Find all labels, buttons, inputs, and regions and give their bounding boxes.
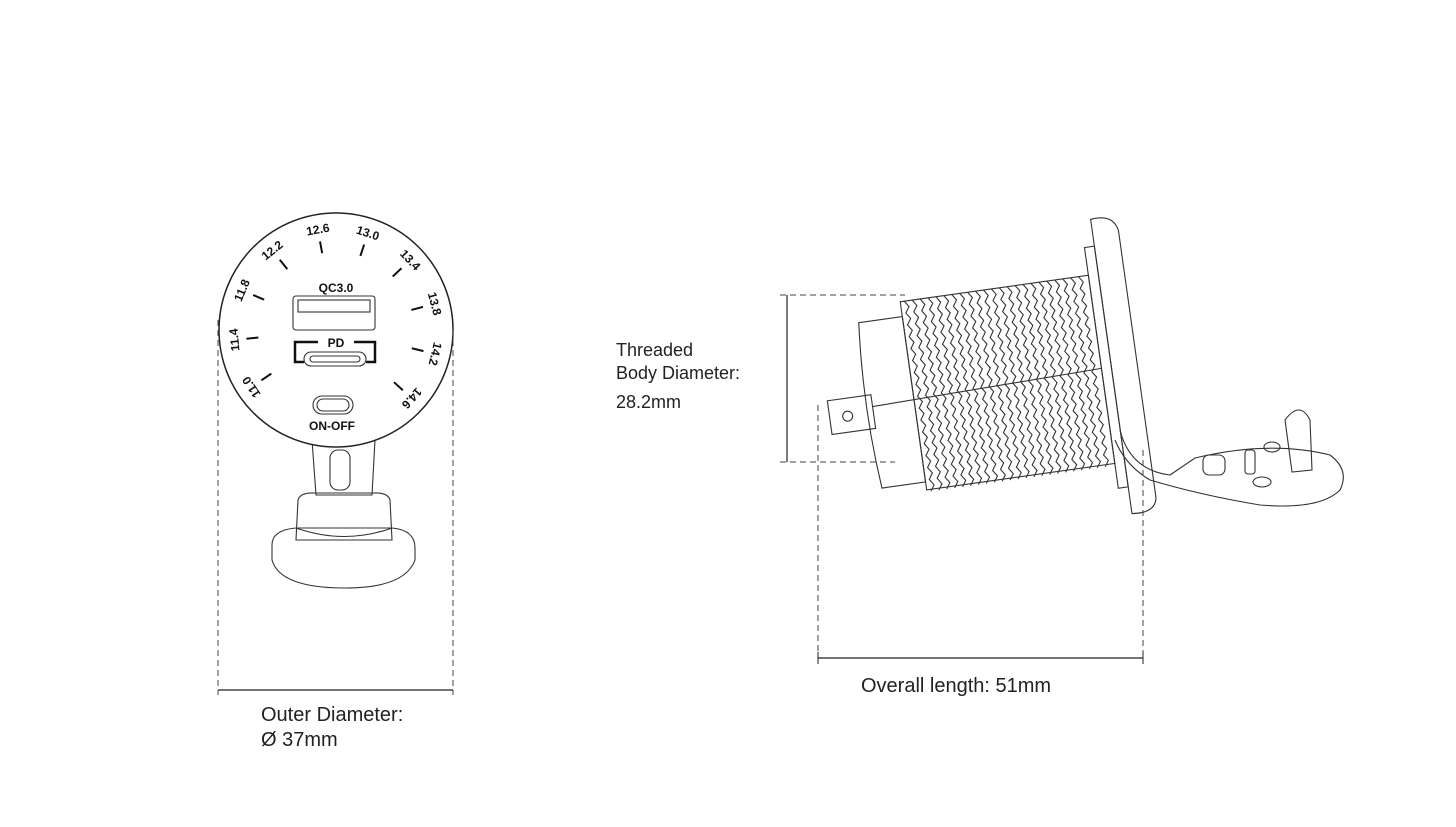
thread-line xyxy=(919,298,951,490)
mount-base xyxy=(271,527,416,589)
dial-label: 12.6 xyxy=(305,221,331,239)
thread-line xyxy=(911,299,943,491)
outer-diameter-title: Outer Diameter: xyxy=(261,704,404,726)
outer-diameter-dimension xyxy=(217,320,454,695)
dial-tick xyxy=(252,294,265,301)
thread-line xyxy=(1062,278,1094,470)
dial-tick xyxy=(278,259,289,270)
thread-line xyxy=(927,297,959,489)
mount-nut xyxy=(295,492,393,541)
outer-diameter-value: Ø 37mm xyxy=(261,729,338,751)
usb-c-label: PD xyxy=(328,336,345,350)
switch-label: ON-OFF xyxy=(309,419,355,433)
dial-tick xyxy=(359,244,366,257)
thread-line xyxy=(1078,276,1109,468)
dial-label: 14.2 xyxy=(426,341,445,367)
stem-slot xyxy=(329,449,351,491)
overall-length-dimension xyxy=(817,405,1144,664)
thread-line xyxy=(983,289,1014,481)
strap-tab xyxy=(1284,409,1313,473)
dial-tick xyxy=(411,347,424,353)
dial-label: 11.4 xyxy=(226,328,242,352)
dial-tick xyxy=(392,267,403,278)
terminal-tab xyxy=(826,394,877,436)
dial-tick xyxy=(260,372,272,382)
dust-cap-strap xyxy=(1114,429,1344,507)
dial-tick xyxy=(393,381,404,391)
dial-label: 13.8 xyxy=(425,291,445,317)
front-flange xyxy=(1090,217,1157,515)
side-view-device xyxy=(826,217,1157,515)
usb-a-port xyxy=(292,295,376,331)
dial-tick xyxy=(319,241,324,254)
thread-line xyxy=(959,293,991,484)
thread-line xyxy=(1038,281,1070,473)
thread-line xyxy=(1054,279,1086,471)
threaded-diameter-value: 28.2mm xyxy=(616,392,682,412)
usb-a-label: QC3.0 xyxy=(319,281,354,295)
thread-line xyxy=(943,295,975,486)
threaded-diameter-dimension xyxy=(780,294,905,463)
thread-line xyxy=(951,294,983,485)
thread-line xyxy=(1070,277,1102,469)
pd-bracket xyxy=(293,340,377,364)
thread-line xyxy=(967,291,999,483)
thread-line xyxy=(903,300,935,492)
thread-line xyxy=(975,290,1006,482)
stem xyxy=(311,439,376,496)
threaded-label-line1: Threaded xyxy=(616,340,694,360)
thread-line xyxy=(935,296,967,488)
on-off-switch xyxy=(312,395,354,415)
dial-tick xyxy=(411,305,424,311)
rear-cap xyxy=(858,315,927,489)
threaded-label-line2: Body Diameter: xyxy=(616,363,741,383)
overall-length-label: Overall length: 51mm xyxy=(861,675,1052,697)
usb-c-port xyxy=(303,351,367,367)
dial-tick xyxy=(246,336,259,340)
thread-line xyxy=(1046,280,1078,472)
